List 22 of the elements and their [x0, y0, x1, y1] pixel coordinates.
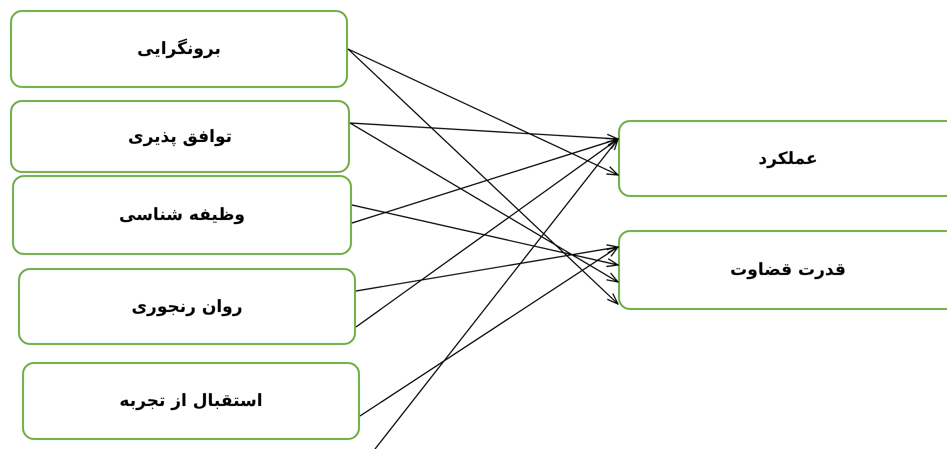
- rounded-box: [10, 100, 350, 173]
- arrow: [360, 246, 619, 416]
- box-label: برونگرایی: [137, 39, 221, 59]
- box-label: قدرت قضاوت: [730, 260, 846, 280]
- rounded-box: [618, 230, 947, 310]
- box-label: توافق پذیری: [128, 126, 232, 146]
- rounded-box: [618, 120, 947, 197]
- arrow: [352, 204, 619, 268]
- arrow: [374, 138, 619, 449]
- arrow: [356, 138, 619, 328]
- arrow: [356, 244, 619, 292]
- arrow: [348, 48, 619, 176]
- rounded-box: [12, 175, 352, 255]
- arrow: [348, 48, 619, 305]
- box-label: استقبال از تجربه: [119, 391, 263, 411]
- rounded-box: [18, 268, 356, 345]
- box-label: عملکرد: [758, 148, 818, 168]
- box-label: وظیفه شناسی: [119, 205, 245, 225]
- arrow: [350, 122, 619, 283]
- rounded-box: [22, 362, 360, 440]
- box-label: روان رنجوری: [131, 296, 243, 316]
- rounded-box: [10, 10, 348, 88]
